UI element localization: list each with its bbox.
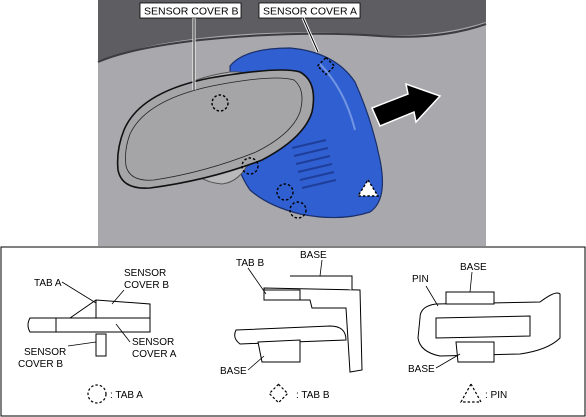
label-sensor-cover-b-top-line2: COVER B [124, 280, 169, 291]
legend: : TAB A : TAB B : PIN [87, 382, 507, 404]
label-base-top-mid: BASE [300, 250, 327, 261]
label-sensor-cover-b-bottom-line2: COVER B [18, 359, 63, 370]
callout-sensor-cover-b: SENSOR COVER B [144, 6, 239, 18]
dashed-circle-icon [276, 183, 294, 201]
dashed-circle-icon [289, 201, 307, 219]
cover-a-vents [291, 139, 337, 189]
detail-right-drawing [417, 291, 561, 363]
label-sensor-cover-b-bottom-line1: SENSOR [24, 347, 66, 358]
dashed-circle-icon [87, 384, 107, 404]
photo-panel: SENSOR COVER B SENSOR COVER A [97, 0, 487, 246]
label-sensor-cover-a-line2: COVER A [132, 349, 177, 360]
label-tab-a: TAB A [34, 278, 62, 289]
label-base-bottom-mid: BASE [220, 366, 247, 377]
dashed-triangle-icon [459, 382, 483, 403]
photo-tab-a-markers [211, 94, 307, 219]
removal-direction-arrow-icon [370, 82, 442, 127]
label-pin: PIN [412, 274, 429, 285]
detail-mid-drawing [234, 275, 363, 373]
dashed-triangle-icon [356, 178, 380, 197]
legend-label-pin: : PIN [485, 390, 507, 401]
label-sensor-cover-a-line1: SENSOR [132, 337, 174, 348]
callout-box-a [258, 2, 361, 19]
rear-view-mirror [116, 69, 315, 189]
label-base-bottom-right: BASE [408, 364, 435, 375]
label-sensor-cover-b-top-line1: SENSOR [124, 268, 166, 279]
callout-box-b [139, 2, 242, 19]
label-tab-b: TAB B [236, 258, 264, 269]
label-base-top-right: BASE [460, 262, 487, 273]
dashed-circle-icon [211, 94, 229, 112]
dashed-diamond-icon [268, 383, 289, 404]
legend-label-tab-b: : TAB B [296, 390, 330, 401]
callout-sensor-cover-a: SENSOR COVER A [263, 6, 357, 18]
dashed-circle-icon [241, 157, 259, 175]
legend-label-tab-a: : TAB A [110, 390, 143, 401]
